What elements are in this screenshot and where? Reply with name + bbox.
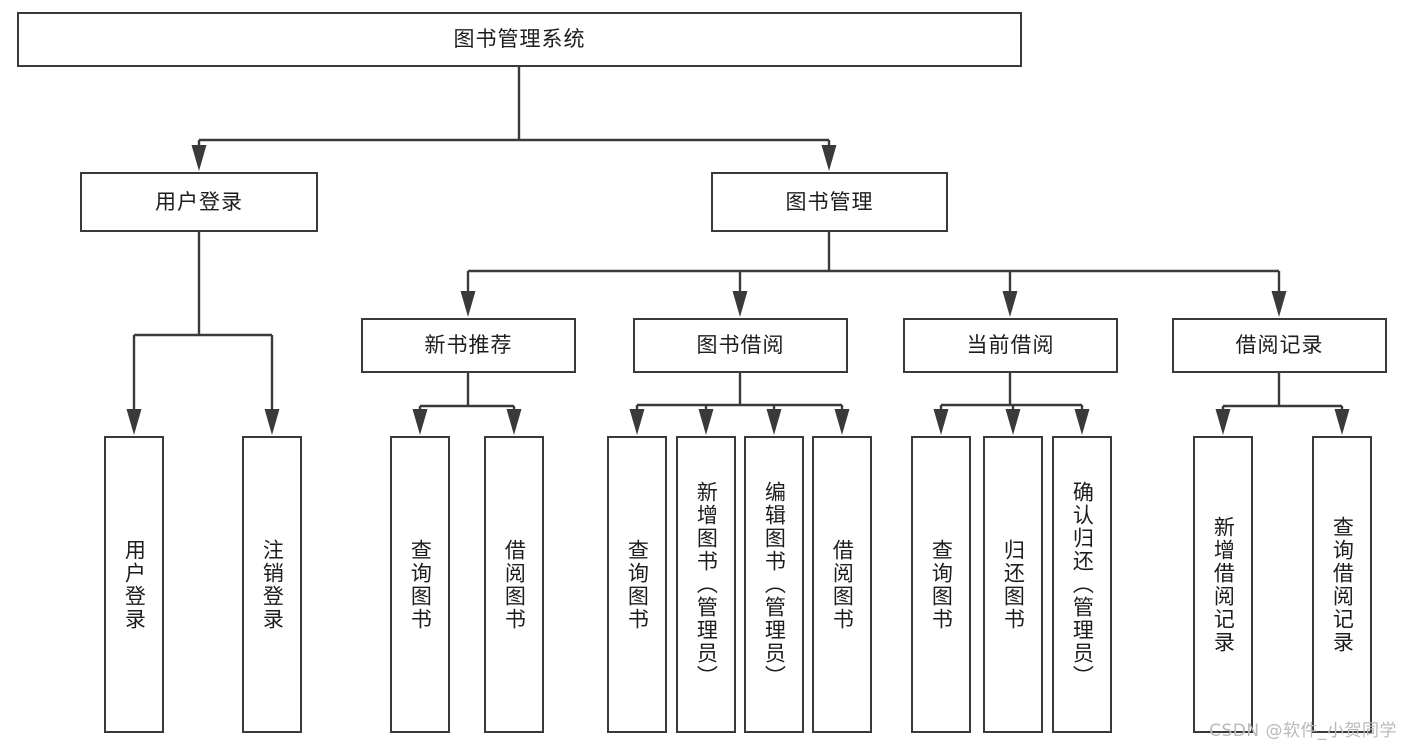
connector-arrow-current-borrow bbox=[1002, 271, 1018, 317]
connector-arrow-book-borrow bbox=[732, 271, 748, 317]
node-label: 编辑图书（管理员） bbox=[762, 481, 787, 688]
connector-arrow-user-login bbox=[191, 140, 207, 171]
node-leaf-edit-book[interactable]: 编辑图书（管理员） bbox=[744, 436, 804, 733]
node-label: 新书推荐 bbox=[424, 333, 513, 358]
node-label: 确认归还（管理员） bbox=[1070, 481, 1095, 688]
node-leaf-user-logout[interactable]: 注销登录 bbox=[242, 436, 302, 733]
connector-arrow-leaf-user-logout bbox=[264, 335, 280, 435]
connector-arrow-rec2-2 bbox=[1334, 406, 1350, 435]
node-label: 查询图书 bbox=[408, 538, 433, 631]
node-leaf-query-book-rec[interactable]: 查询图书 bbox=[390, 436, 450, 733]
node-label: 归还图书 bbox=[1001, 538, 1026, 631]
watermark-text: CSDN @软件_小贺同学 bbox=[1209, 721, 1397, 741]
node-label: 查询图书 bbox=[625, 538, 650, 631]
node-label: 查询图书 bbox=[929, 538, 954, 631]
node-label: 图书管理系统 bbox=[453, 27, 586, 52]
node-borrow-record[interactable]: 借阅记录 bbox=[1172, 318, 1387, 373]
connector-arrow-rec2-1 bbox=[1215, 406, 1231, 435]
connector-arrow-borrow-4 bbox=[834, 405, 850, 435]
connector-arrow-borrow-record bbox=[1271, 271, 1287, 317]
connector-arrow-cur-2 bbox=[1005, 405, 1021, 435]
node-label: 借阅记录 bbox=[1235, 333, 1324, 358]
connector-arrow-leaf-user-login bbox=[126, 335, 142, 435]
node-current-borrow[interactable]: 当前借阅 bbox=[903, 318, 1118, 373]
node-leaf-user-login[interactable]: 用户登录 bbox=[104, 436, 164, 733]
node-label: 借阅图书 bbox=[830, 538, 855, 631]
connector-arrow-borrow-3 bbox=[766, 405, 782, 435]
node-new-book-recommend[interactable]: 新书推荐 bbox=[361, 318, 576, 373]
connector-arrow-rec-1 bbox=[412, 406, 428, 435]
node-leaf-add-book[interactable]: 新增图书（管理员） bbox=[676, 436, 736, 733]
node-leaf-query-book-cur[interactable]: 查询图书 bbox=[911, 436, 971, 733]
node-leaf-query-book-borrow[interactable]: 查询图书 bbox=[607, 436, 667, 733]
node-label: 用户登录 bbox=[155, 189, 243, 214]
node-label: 新增借阅记录 bbox=[1211, 515, 1236, 654]
node-label: 注销登录 bbox=[260, 538, 285, 631]
connector-arrow-cur-3 bbox=[1074, 405, 1090, 435]
node-label: 图书管理 bbox=[785, 189, 874, 214]
node-user-login[interactable]: 用户登录 bbox=[80, 172, 318, 232]
node-book-manage[interactable]: 图书管理 bbox=[711, 172, 948, 232]
connector-arrow-borrow-1 bbox=[629, 405, 645, 435]
node-label: 查询借阅记录 bbox=[1330, 515, 1355, 654]
connector-arrow-borrow-2 bbox=[698, 405, 714, 435]
node-leaf-query-borrow-record[interactable]: 查询借阅记录 bbox=[1312, 436, 1372, 733]
node-root[interactable]: 图书管理系统 bbox=[17, 12, 1022, 67]
node-leaf-borrow-book[interactable]: 借阅图书 bbox=[812, 436, 872, 733]
connector-arrow-book-manage bbox=[821, 140, 837, 171]
connector-arrow-new-book-recommend bbox=[460, 271, 476, 317]
node-label: 借阅图书 bbox=[502, 538, 527, 631]
node-label: 新增图书（管理员） bbox=[694, 481, 719, 688]
node-leaf-borrow-book-rec[interactable]: 借阅图书 bbox=[484, 436, 544, 733]
connector-arrow-rec-2 bbox=[506, 406, 522, 435]
node-book-borrow[interactable]: 图书借阅 bbox=[633, 318, 848, 373]
connector-arrow-cur-1 bbox=[933, 405, 949, 435]
node-leaf-confirm-return[interactable]: 确认归还（管理员） bbox=[1052, 436, 1112, 733]
node-label: 图书借阅 bbox=[696, 333, 785, 358]
node-leaf-add-borrow-record[interactable]: 新增借阅记录 bbox=[1193, 436, 1253, 733]
node-label: 用户登录 bbox=[122, 538, 147, 631]
node-label: 当前借阅 bbox=[966, 333, 1055, 358]
node-leaf-return-book[interactable]: 归还图书 bbox=[983, 436, 1043, 733]
